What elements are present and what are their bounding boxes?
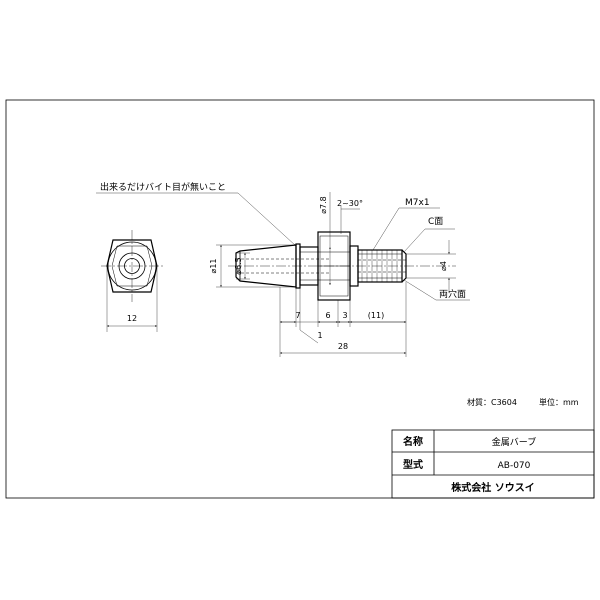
title-company: 株式会社 ソウスイ (451, 481, 534, 494)
thread-section (357, 249, 403, 283)
title-name-label: 名称 (403, 435, 423, 448)
title-model-label: 型式 (403, 458, 423, 471)
note-no-burr: 出来るだけバイト目が無いこと (100, 181, 226, 193)
note-c-face: C面 (428, 216, 443, 227)
drawing-frame (5, 99, 595, 499)
side-view: ⌀11 ⌀6.5 ⌀7.8 2~30° M7x1 C面 ⌀4 両穴面 (96, 181, 470, 357)
hex-inner-outline (111, 245, 153, 287)
note-center-holes: 両穴面 (439, 288, 466, 300)
note-thread: M7x1 (405, 198, 430, 208)
dim-len-6: 6 (325, 311, 330, 320)
title-block: 名称 金属バーブ 型式 AB-070 株式会社 ソウスイ (391, 429, 595, 499)
dim-dia-4: ⌀4 (439, 261, 448, 271)
dim-len-1: 1 (317, 331, 322, 340)
dim-dia-7-8: ⌀7.8 (319, 196, 328, 214)
note-taper-angle: 2~30° (337, 199, 363, 208)
dim-hex-width: 12 (127, 314, 137, 323)
unit-label: 単位：mm (539, 397, 579, 407)
title-name-value: 金属バーブ (492, 436, 536, 448)
dim-len-3: 3 (342, 311, 347, 320)
dim-len-11: (11) (368, 311, 384, 320)
title-model-value: AB-070 (498, 461, 531, 471)
material-label: 材質：C3604 (467, 397, 517, 407)
dim-dia-6-5: ⌀6.5 (234, 257, 243, 275)
thread-ticks (361, 250, 398, 282)
dim-len-7: 7 (295, 311, 300, 320)
dim-dia-11: ⌀11 (209, 259, 218, 274)
dim-len-28: 28 (338, 342, 348, 351)
hex-end-view: 12 (101, 230, 163, 332)
